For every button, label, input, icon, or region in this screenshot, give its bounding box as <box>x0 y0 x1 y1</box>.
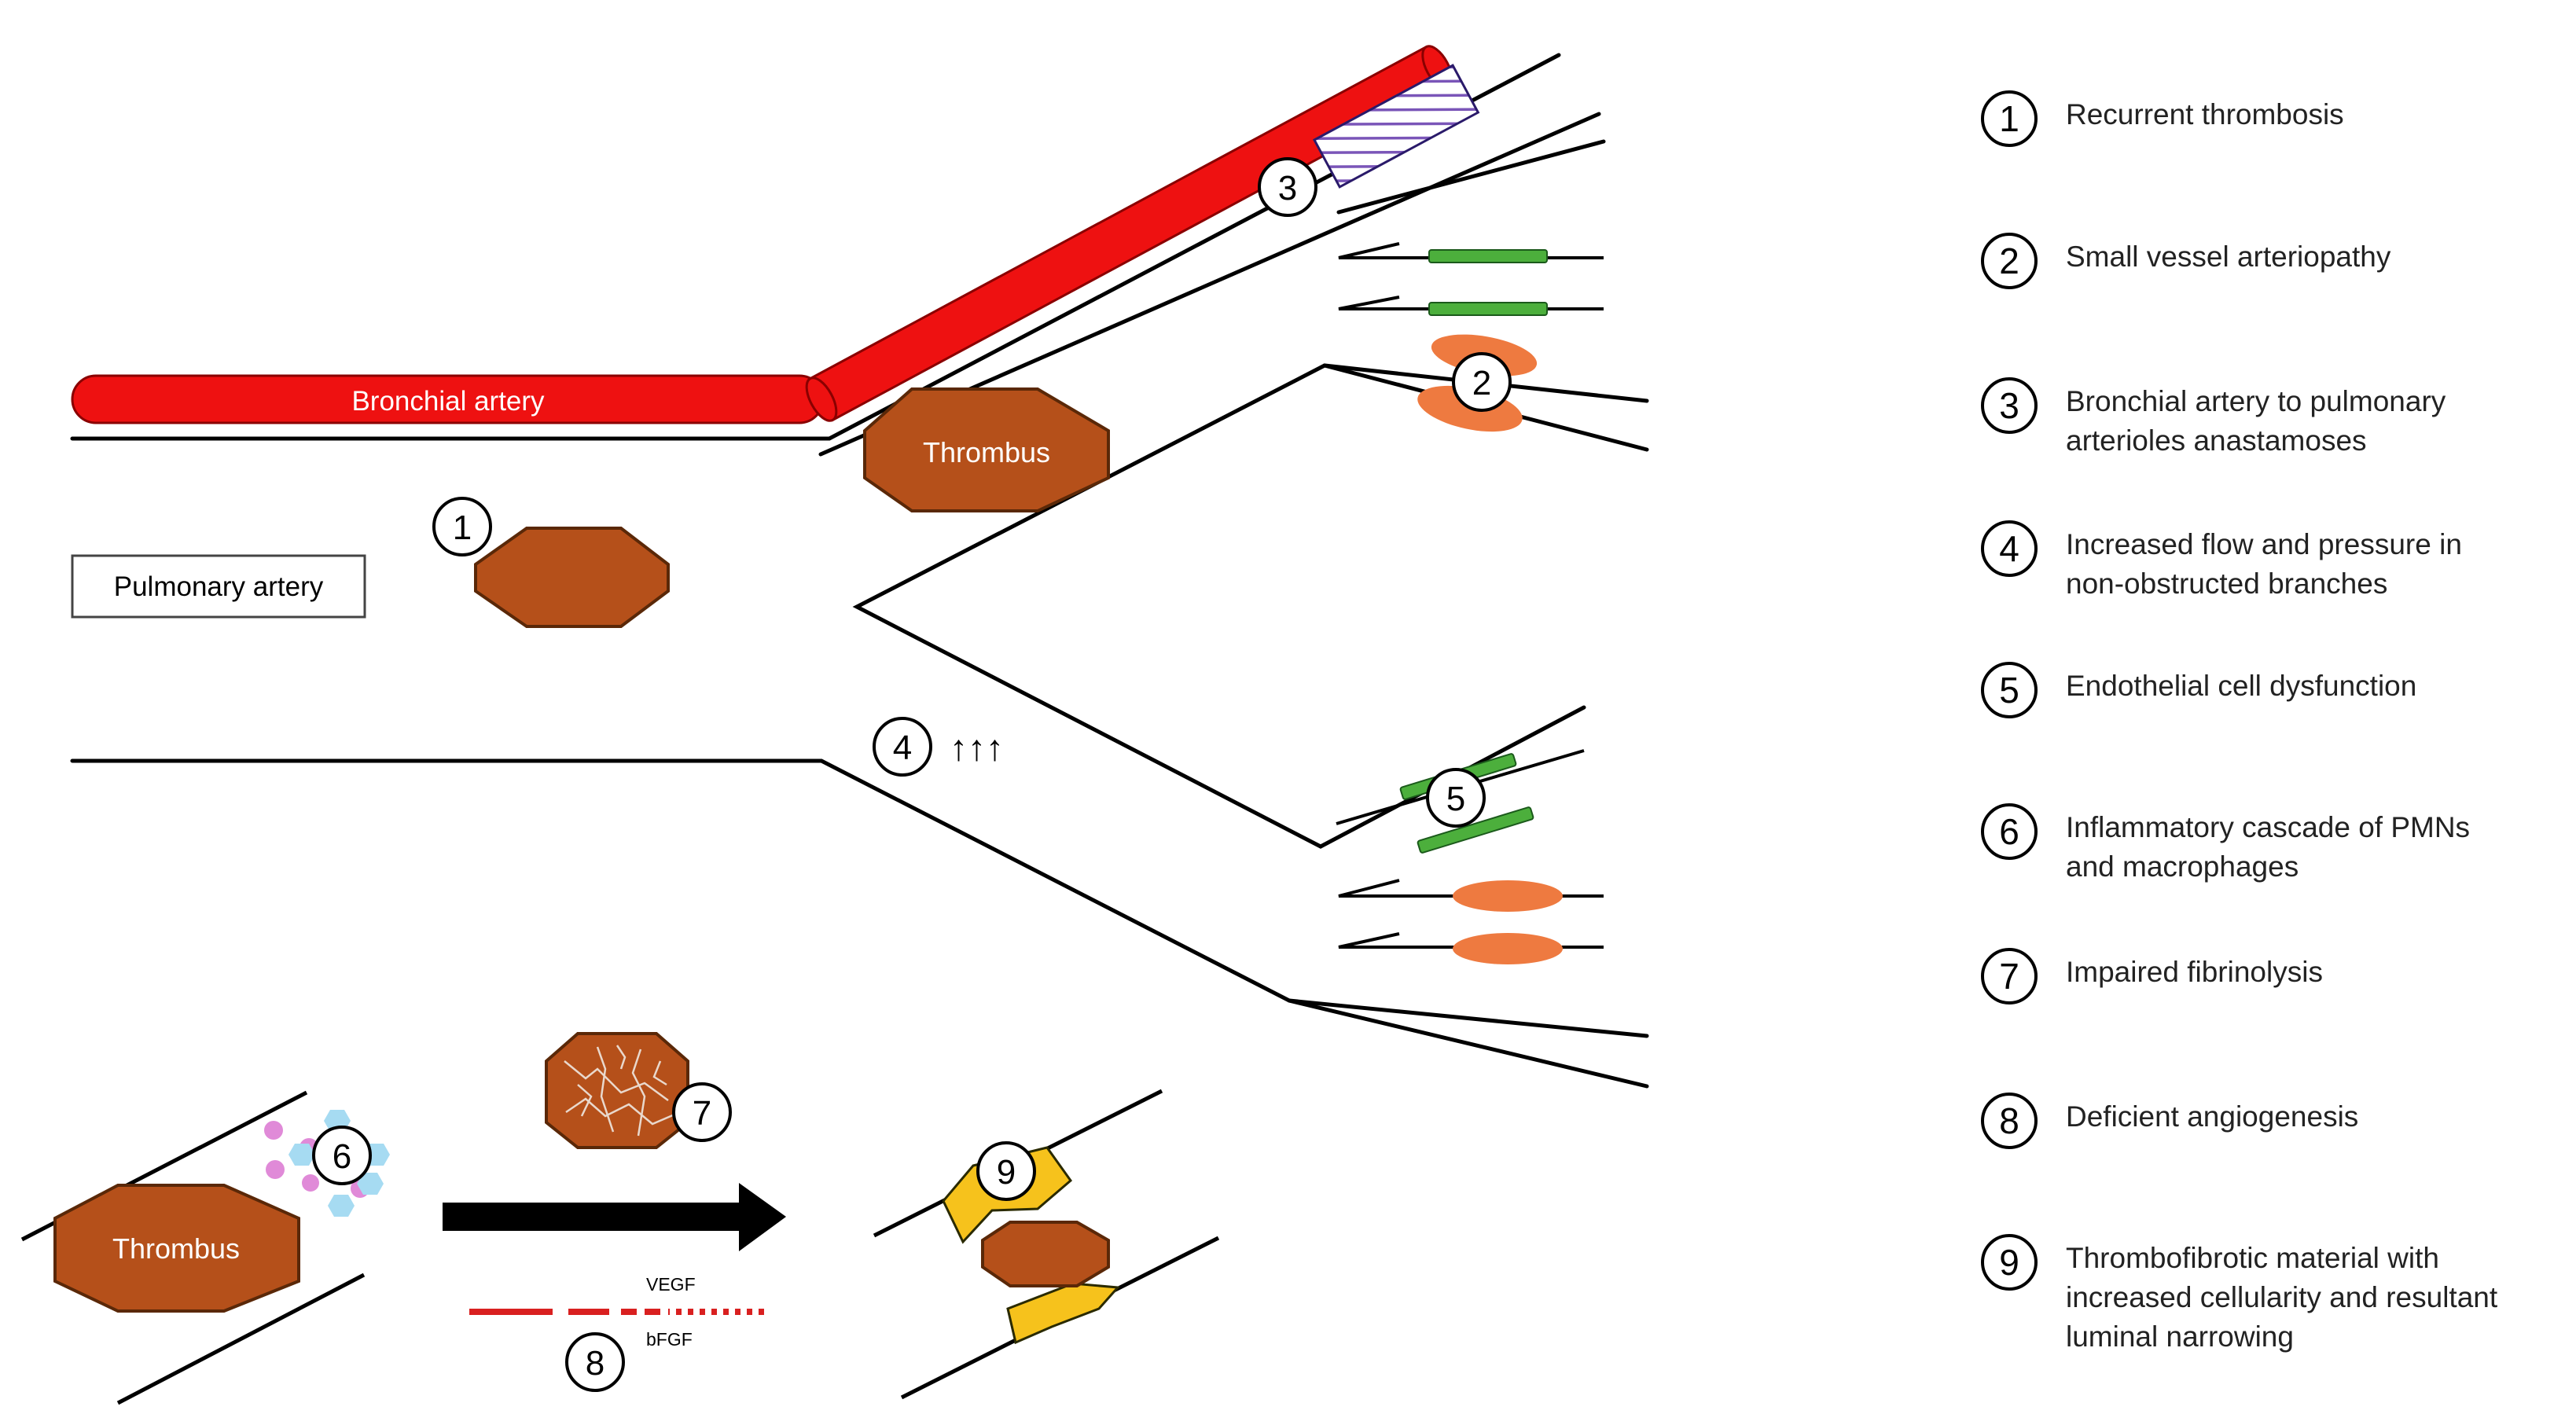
growth-factor-lines: VEGF bFGF <box>469 1274 766 1350</box>
thrombus-bottom <box>53 1184 300 1313</box>
fibrin-strands <box>564 1045 675 1137</box>
svg-text:3: 3 <box>1278 169 1297 208</box>
svg-text:6: 6 <box>333 1137 351 1176</box>
bronchial-artery-label: Bronchial artery <box>351 386 545 417</box>
thrombus-bottom-label: Thrombus <box>112 1232 240 1265</box>
pulmonary-artery-label-box: Pulmonary artery <box>71 554 366 619</box>
legend-item-4: 4 Increased flow and pressure in non-obs… <box>1981 520 2462 604</box>
legend-number: 2 <box>1981 233 2038 289</box>
thrombus-recurrent <box>474 527 670 628</box>
bfgf-label: bFGF <box>646 1329 693 1350</box>
marker-2: 2 <box>1452 352 1512 412</box>
legend-number: 3 <box>1981 377 2038 434</box>
endothelial-cell <box>1417 806 1534 854</box>
smooth-muscle-cell <box>1453 933 1563 964</box>
bifurcation-wall <box>852 363 1649 849</box>
legend-text: Increased flow and pressure in non-obstr… <box>2066 528 2462 600</box>
fibrotic-material-lower <box>1006 1282 1121 1345</box>
legend-number: 8 <box>1981 1093 2038 1149</box>
legend-item-7: 7 Impaired fibrinolysis <box>1981 948 2323 1004</box>
progression-arrow <box>443 1183 786 1251</box>
vessel-narrowed <box>873 1089 1220 1400</box>
legend-text: Thrombofibrotic material with increased … <box>2066 1242 2498 1353</box>
legend-text: Recurrent thrombosis <box>2066 98 2344 130</box>
legend: 1 Recurrent thrombosis 2 Small vessel ar… <box>1981 0 2563 1425</box>
thrombus-top-label: Thrombus <box>923 436 1050 468</box>
endothelium-top <box>1428 249 1548 316</box>
legend-text: Deficient angiogenesis <box>2066 1100 2359 1133</box>
svg-text:7: 7 <box>693 1094 711 1133</box>
legend-item-5: 5 Endothelial cell dysfunction <box>1981 662 2416 718</box>
thrombus-fibrin <box>545 1032 689 1149</box>
vegf-label: VEGF <box>646 1274 696 1295</box>
legend-item-9: 9 Thrombofibrotic material with increase… <box>1981 1234 2497 1357</box>
pulmonary-artery-label: Pulmonary artery <box>114 571 324 602</box>
endothelial-cell <box>1428 302 1548 316</box>
svg-text:2: 2 <box>1472 364 1491 402</box>
legend-number: 7 <box>1981 948 2038 1004</box>
marker-7: 7 <box>672 1082 732 1142</box>
legend-item-2: 2 Small vessel arteriopathy <box>1981 233 2390 289</box>
anastomosis-coil <box>1312 64 1480 189</box>
thrombus-top: Thrombus <box>863 387 1110 512</box>
marker-9: 9 <box>976 1141 1036 1201</box>
diagram-markers: 1 2 3 4 5 6 7 8 <box>312 157 1512 1392</box>
vessel-inflammation: Thrombus <box>20 1090 390 1405</box>
lower-branch-line <box>1287 998 1649 1038</box>
legend-number: 1 <box>1981 90 2038 147</box>
legend-number: 6 <box>1981 803 2038 860</box>
legend-item-8: 8 Deficient angiogenesis <box>1981 1093 2358 1149</box>
marker-3: 3 <box>1258 157 1317 217</box>
legend-item-1: 1 Recurrent thrombosis <box>1981 90 2344 147</box>
thrombus-narrowed <box>981 1221 1110 1287</box>
legend-text: Impaired fibrinolysis <box>2066 956 2323 988</box>
upper-branch-line <box>1336 139 1606 215</box>
legend-number: 5 <box>1981 662 2038 718</box>
legend-text: Endothelial cell dysfunction <box>2066 670 2417 702</box>
legend-number: 9 <box>1981 1234 2038 1291</box>
increased-flow-arrows: ↑↑↑ <box>950 727 1004 768</box>
svg-text:5: 5 <box>1446 780 1465 818</box>
legend-item-6: 6 Inflammatory cascade of PMNs and macro… <box>1981 803 2470 887</box>
marker-4: 4 <box>873 717 932 777</box>
marker-6: 6 <box>312 1126 372 1185</box>
lower-wall <box>70 758 1649 1089</box>
legend-text: Small vessel arteriopathy <box>2066 241 2391 273</box>
endothelial-cell <box>1428 249 1548 263</box>
svg-text:1: 1 <box>453 509 472 547</box>
svg-text:8: 8 <box>586 1344 604 1383</box>
smc-bottom <box>1453 880 1563 964</box>
svg-text:4: 4 <box>893 729 912 767</box>
marker-5: 5 <box>1426 768 1486 828</box>
bronchial-artery: Bronchial artery <box>71 45 1453 424</box>
legend-text: Inflammatory cascade of PMNs and macroph… <box>2066 811 2471 883</box>
legend-text: Bronchial artery to pulmonary arterioles… <box>2066 385 2446 457</box>
marker-1: 1 <box>432 497 492 556</box>
smooth-muscle-cell <box>1453 880 1563 912</box>
legend-item-3: 3 Bronchial artery to pulmonary arteriol… <box>1981 377 2446 461</box>
marker-8: 8 <box>565 1332 625 1392</box>
svg-text:9: 9 <box>997 1153 1016 1192</box>
legend-number: 4 <box>1981 520 2038 577</box>
